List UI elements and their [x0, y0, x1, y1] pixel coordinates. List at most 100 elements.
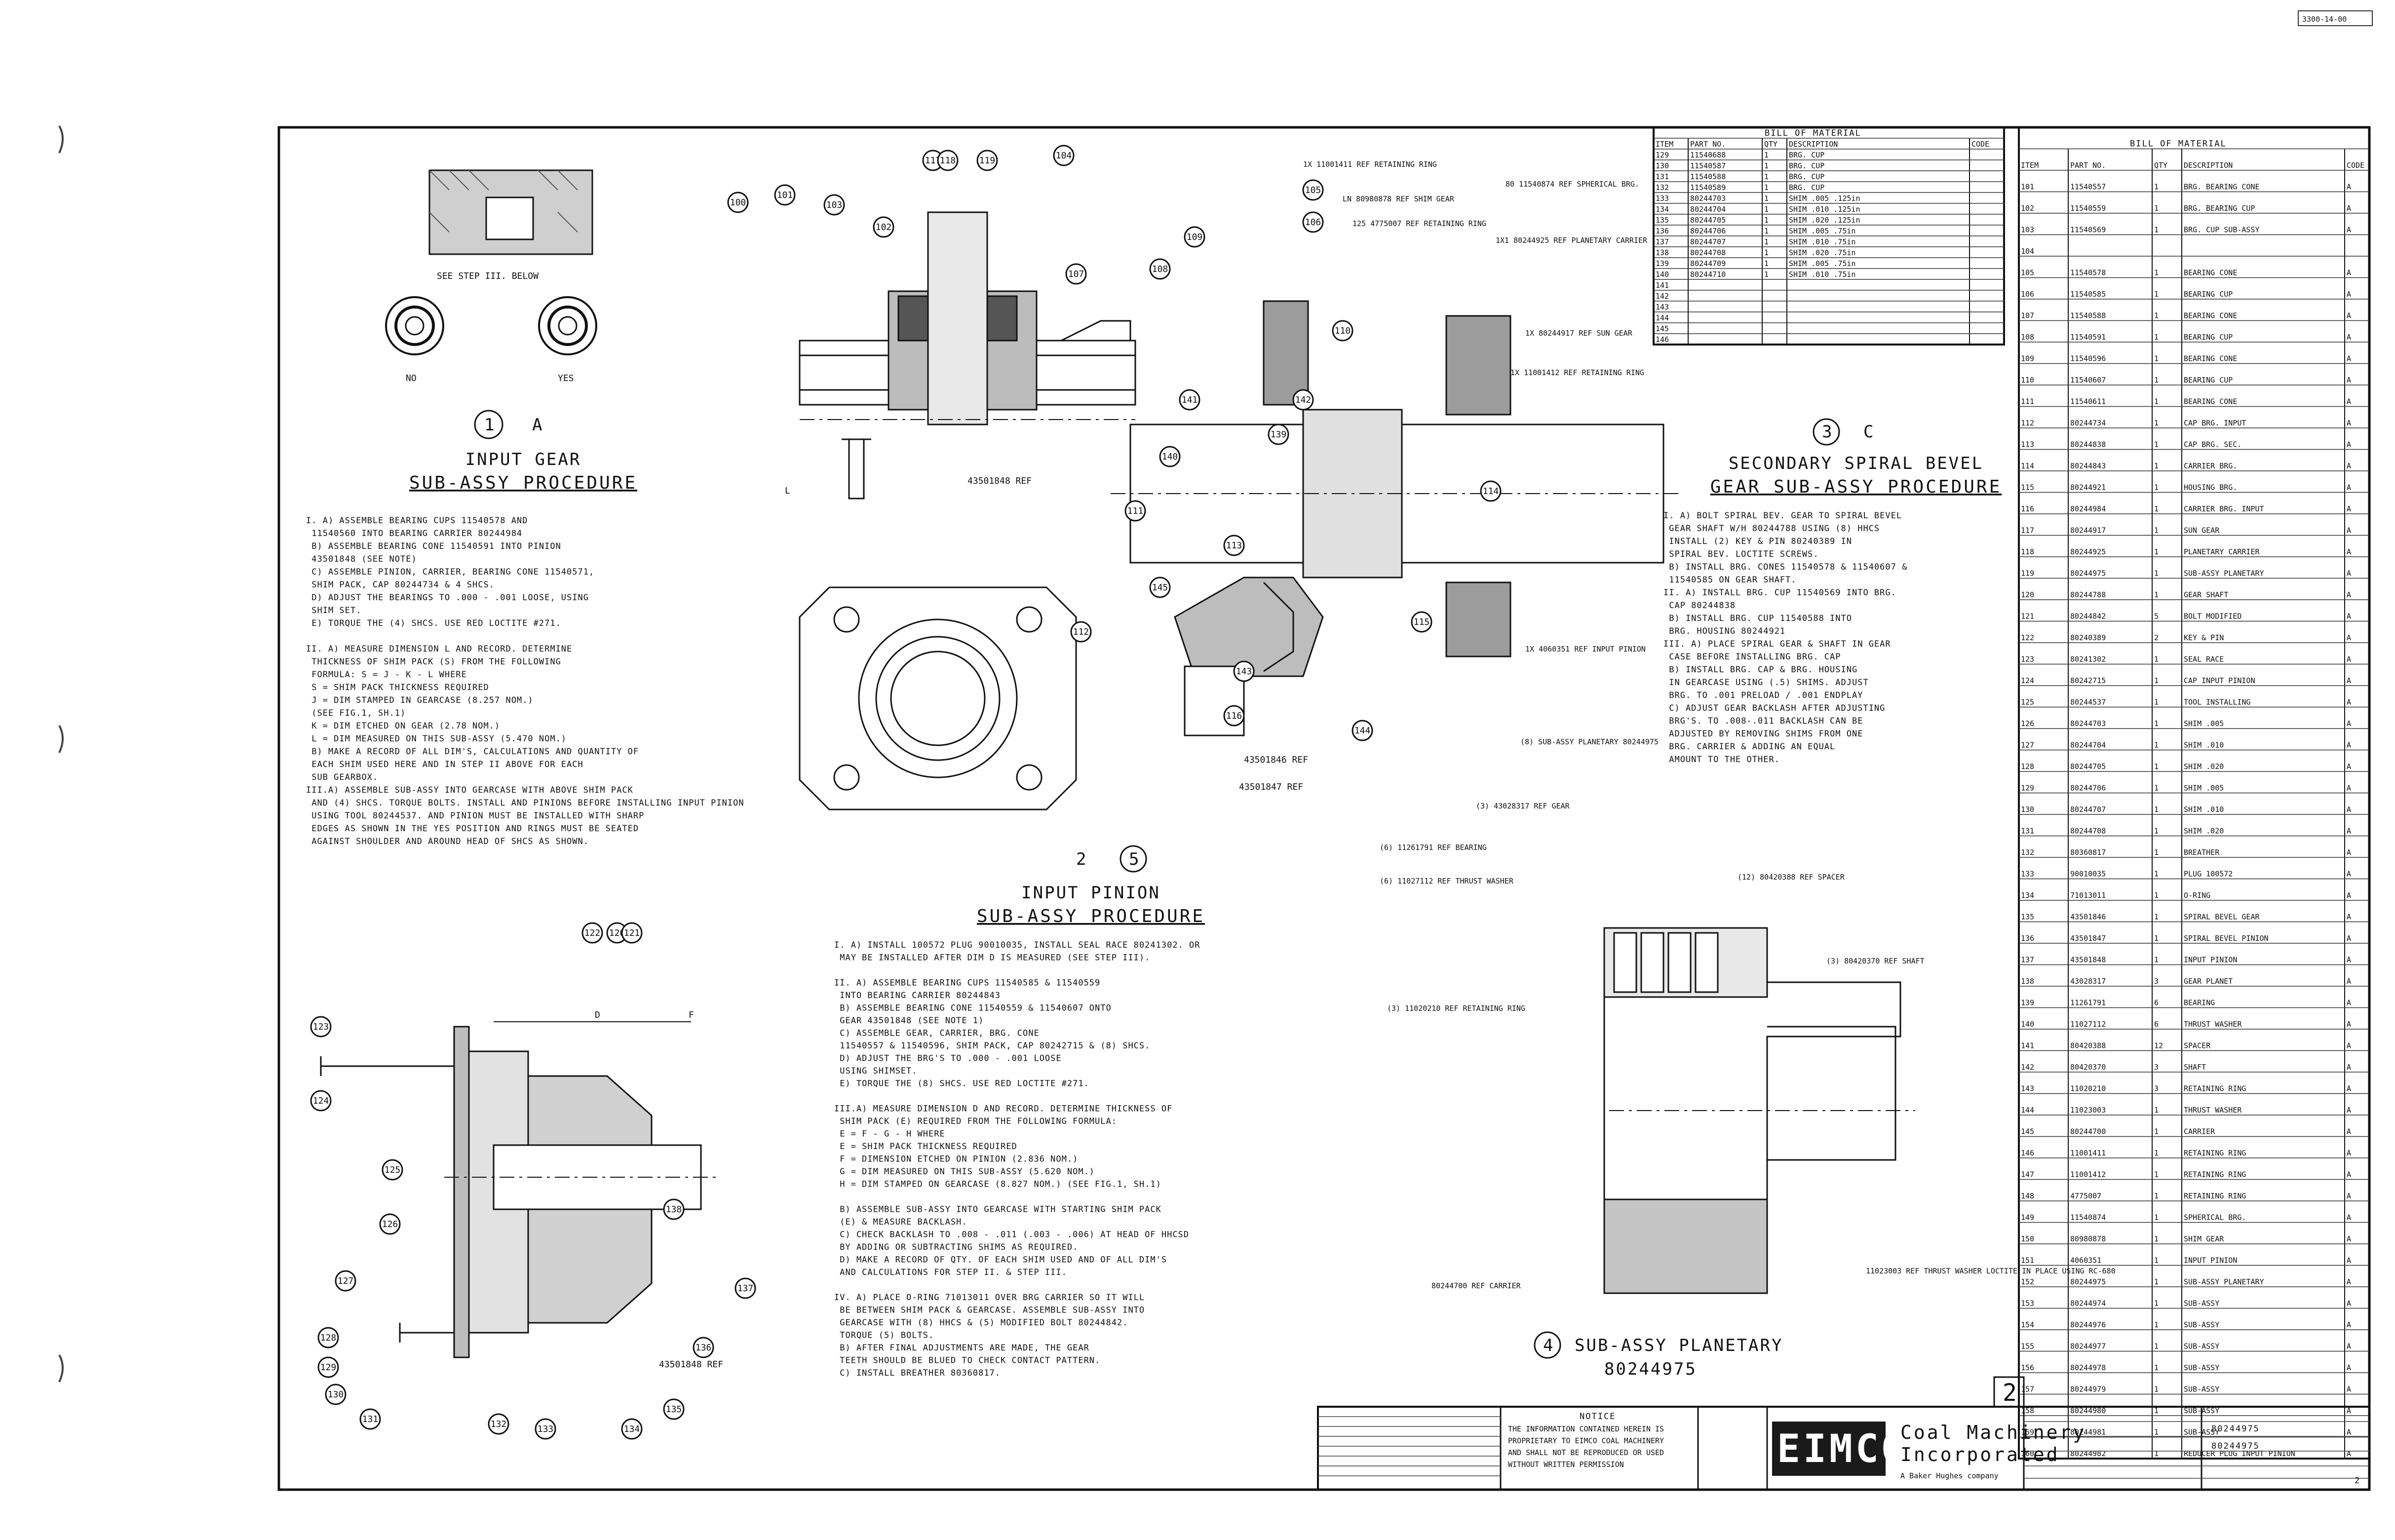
procedure-line: I. A) BOLT SPIRAL BEV. GEAR TO SPIRAL BE…	[1663, 511, 1902, 521]
item-balloon-number: 104	[1056, 151, 1072, 161]
procedure-line: ADJUSTED BY REMOVING SHIMS FROM ONE	[1663, 729, 1863, 739]
bom-cell: 143	[1656, 303, 1669, 311]
title-block	[1317, 1406, 2370, 1491]
bom-cell: 107	[2021, 311, 2034, 320]
bom-cell: 80244978	[2070, 1363, 2106, 1372]
item-balloon-number: 135	[666, 1404, 682, 1415]
bom-cell: 156	[2021, 1363, 2034, 1372]
bom-cell: A	[2347, 676, 2351, 685]
company-name: Coal Machinery	[1900, 1422, 2086, 1443]
bom-cell: 1	[2154, 419, 2159, 427]
bom-cell: 1	[2154, 1342, 2159, 1351]
bom-cell: 12	[2154, 1041, 2163, 1050]
bom-title: BILL OF MATERIAL	[2130, 139, 2227, 149]
item-balloon	[1149, 577, 1171, 598]
bom-cell: SUB-ASSY PLANETARY	[2184, 569, 2264, 578]
bom-cell: 80244984	[2070, 504, 2106, 513]
bom-cell: BEARING CUP	[2184, 290, 2233, 299]
bom-cell: 157	[2021, 1385, 2034, 1394]
procedure-line: BRG. TO .001 PRELOAD / .001 ENDPLAY	[1663, 691, 1863, 700]
bom-cell: 80244917	[2070, 526, 2106, 535]
item-balloon	[1292, 389, 1314, 411]
bom-cell: 1	[2154, 183, 2159, 192]
item-balloon-number: 120	[609, 928, 625, 938]
bom-cell: 11540588	[1690, 172, 1726, 181]
bom-cell: 1	[2154, 397, 2159, 406]
drawing-number-2: 80244975	[2211, 1441, 2260, 1451]
procedure-line: B) INSTALL BRG. CAP & BRG. HOUSING	[1663, 665, 1857, 675]
bom-cell: A	[2347, 827, 2351, 836]
bom-cell: BEARING CUP	[2184, 333, 2233, 342]
procedure-line: B) INSTALL BRG. CONES 11540578 & 1154060…	[1663, 562, 1907, 572]
bom-cell: A	[2347, 483, 2351, 492]
bom-cell: A	[2347, 354, 2351, 363]
bom-cell: 148	[2021, 1192, 2034, 1200]
planetary-callout-f: (3) 11020210 REF RETAINING RING	[1387, 1004, 1525, 1013]
bom-cell: SEAL RACE	[2184, 655, 2224, 664]
bom-cell: 1	[2154, 333, 2159, 342]
bom-cell: BRG. CUP	[1789, 172, 1824, 181]
bom-cell: RETAINING RING	[2184, 1084, 2246, 1093]
bom-cell: 11540607	[2070, 376, 2106, 385]
bom-cell: 80244981	[2070, 1428, 2106, 1437]
procedure-line: C) CHECK BACKLASH TO .008 - .011 (.003 -…	[834, 1230, 1189, 1240]
bom-cell: SPACER	[2184, 1041, 2211, 1050]
bom-cell: 11540569	[2070, 226, 2106, 234]
bom-cell: 144	[1656, 313, 1669, 322]
bom-cell: A	[2347, 1149, 2351, 1157]
bom-cell: A	[2347, 1127, 2351, 1136]
bom-cell: 1	[1764, 161, 1769, 170]
bom-cell: 80244975	[2070, 1277, 2106, 1286]
item-balloon-number: 142	[1295, 395, 1312, 405]
item-balloon-number: 105	[1305, 185, 1321, 195]
bom-cell: A	[2347, 1213, 2351, 1222]
bom-cell: 11540587	[1690, 161, 1726, 170]
procedure-line: III.A) MEASURE DIMENSION D AND RECORD. D…	[834, 1104, 1172, 1114]
sec-callout-d: 80 11540874 REF SPHERICAL BRG.	[1506, 180, 1639, 189]
bom-cell: 1	[2154, 784, 2159, 793]
dim-f-label: F	[689, 1010, 694, 1020]
planetary-subassembly-drawing	[1603, 927, 1915, 1294]
bom-cell: CAP INPUT PINION	[2184, 676, 2255, 685]
sec-callout-a: 1X 11001411 REF RETAINING RING	[1303, 160, 1437, 169]
bom-cell: A	[2347, 741, 2351, 750]
item-balloon	[1159, 446, 1181, 467]
section-2-letter: 5	[1129, 849, 1140, 869]
bom-cell: 1	[2154, 1277, 2159, 1286]
bom-cell: 106	[2021, 290, 2034, 299]
bom-cell: 3	[2154, 1084, 2159, 1093]
bom-cell: 1	[2154, 462, 2159, 470]
bom-cell: 80244700	[2070, 1127, 2106, 1136]
procedure-line: EACH SHIM USED HERE AND IN STEP II ABOVE…	[306, 760, 583, 770]
bom-cell: HOUSING BRG.	[2184, 483, 2237, 492]
bom-cell: 11020210	[2070, 1084, 2106, 1093]
item-balloon-number: 121	[624, 928, 640, 938]
bom-cell: 123	[2021, 655, 2034, 664]
procedure-line	[834, 965, 840, 975]
item-balloon-number: 111	[1127, 506, 1144, 516]
section-4-part-number: 80244975	[1604, 1359, 1697, 1379]
section-4-circle	[1534, 1331, 1561, 1359]
procedure-line: E = SHIM PACK THICKNESS REQUIRED	[834, 1142, 1017, 1152]
procedure-line: D) ADJUST THE BEARINGS TO .000 - .001 LO…	[306, 593, 589, 603]
procedure-line: MAY BE INSTALLED AFTER DIM D IS MEASURED…	[834, 953, 1150, 963]
item-balloon	[1070, 621, 1092, 643]
item-balloon	[310, 1016, 332, 1038]
bom-cell: A	[2347, 762, 2351, 771]
bom-cell: A	[2347, 590, 2351, 599]
bom-cell: BOLT MODIFIED	[2184, 612, 2241, 621]
title-block-sheet: 2	[2355, 1476, 2360, 1486]
planetary-callout-h: 11023003 REF THRUST WASHER LOCTITE IN PL…	[1866, 1267, 2116, 1275]
sec-callout-b: LN 80980878 REF SHIM GEAR	[1343, 194, 1455, 203]
bom-cell: A	[2347, 1170, 2351, 1179]
item-balloon-number: 114	[1483, 486, 1499, 497]
bom-cell: 1	[2154, 1406, 2159, 1415]
bom-column-header: DESCRIPTION	[1789, 140, 1838, 149]
bom-cell: 1	[2154, 655, 2159, 664]
bom-cell: 80244709	[1690, 259, 1726, 268]
bom-cell: A	[2347, 1385, 2351, 1394]
procedure-line: (E) & MEASURE BACKLASH.	[834, 1217, 967, 1227]
bom-cell: A	[2347, 870, 2351, 879]
item-balloon	[1179, 389, 1200, 411]
procedure-line: C) ASSEMBLE GEAR, CARRIER, BRG. CONE	[834, 1029, 1040, 1039]
